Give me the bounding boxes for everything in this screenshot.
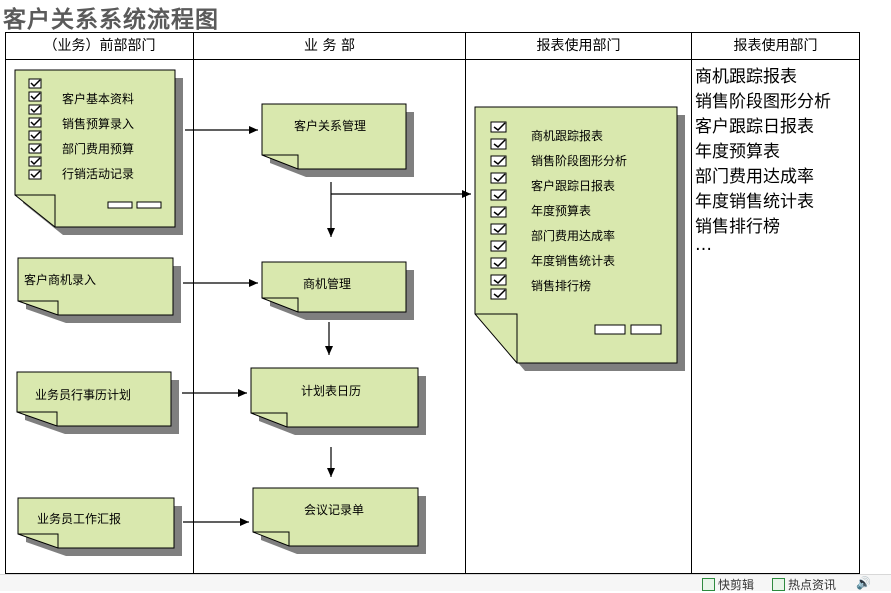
opportunity-mgmt-label: 商机管理 — [303, 277, 352, 291]
flow-arrows — [182, 126, 471, 526]
doc-customer-profile — [14, 69, 183, 235]
doc-crm — [261, 103, 414, 177]
report-list-item: 销售排行榜 — [695, 217, 780, 237]
opportunity-entry-label: 客户商机录入 — [24, 273, 97, 287]
profile-item: 销售预算录入 — [62, 117, 135, 131]
swimlane-grid — [5, 32, 860, 574]
column-header-front: （业务）前部部门 — [43, 38, 156, 54]
hot-news-button[interactable]: 热点资讯 — [772, 576, 836, 593]
play-icon — [702, 578, 715, 591]
status-bar: 快剪辑 热点资讯 🔊 — [0, 574, 891, 593]
doc-calendar — [250, 367, 426, 435]
report-item: 部门费用达成率 — [531, 229, 616, 243]
report-item: 年度预算表 — [531, 204, 592, 218]
column-header-report-users: 报表使用部门 — [536, 38, 621, 54]
report-list-ellipsis: … — [695, 235, 712, 255]
news-icon — [772, 578, 785, 591]
doc-opportunity-entry — [17, 257, 181, 323]
doc-schedule-plan — [16, 371, 179, 434]
report-list-item: 商机跟踪报表 — [695, 67, 797, 87]
report-list-item: 部门费用达成率 — [695, 167, 814, 187]
profile-item: 客户基本资料 — [62, 92, 135, 106]
doc-work-report — [17, 497, 182, 556]
crm-label: 客户关系管理 — [294, 119, 367, 133]
report-item: 销售排行榜 — [531, 279, 592, 293]
doc-opportunity-mgmt — [261, 261, 414, 320]
report-item: 销售阶段图形分析 — [531, 154, 628, 168]
quick-edit-button[interactable]: 快剪辑 — [702, 576, 754, 593]
report-checkbox-icons — [490, 121, 507, 300]
report-item: 客户跟踪日报表 — [531, 179, 616, 193]
diagram-title: 客户关系系统流程图 — [3, 7, 219, 33]
report-list-item: 年度预算表 — [695, 142, 780, 162]
report-list-item: 年度销售统计表 — [695, 192, 814, 212]
report-item: 商机跟踪报表 — [531, 129, 604, 143]
calendar-label: 计划表日历 — [301, 384, 362, 398]
report-list-item: 客户跟踪日报表 — [695, 117, 814, 137]
report-item: 年度销售统计表 — [531, 254, 616, 268]
schedule-plan-label: 业务员行事历计划 — [35, 388, 132, 402]
column-header-report-users-list: 报表使用部门 — [733, 38, 818, 54]
doc-reports — [474, 106, 685, 371]
report-list-item: 销售阶段图形分析 — [695, 92, 831, 112]
profile-item: 行销活动记录 — [62, 167, 135, 181]
meeting-minutes-label: 会议记录单 — [304, 503, 365, 517]
work-report-label: 业务员工作汇报 — [37, 512, 122, 526]
profile-item: 部门费用预算 — [62, 142, 135, 156]
column-header-business: 业 务 部 — [304, 38, 355, 54]
profile-checkbox-icons — [28, 78, 42, 180]
doc-meeting-minutes — [252, 487, 426, 554]
sound-icon[interactable]: 🔊 — [856, 576, 871, 590]
